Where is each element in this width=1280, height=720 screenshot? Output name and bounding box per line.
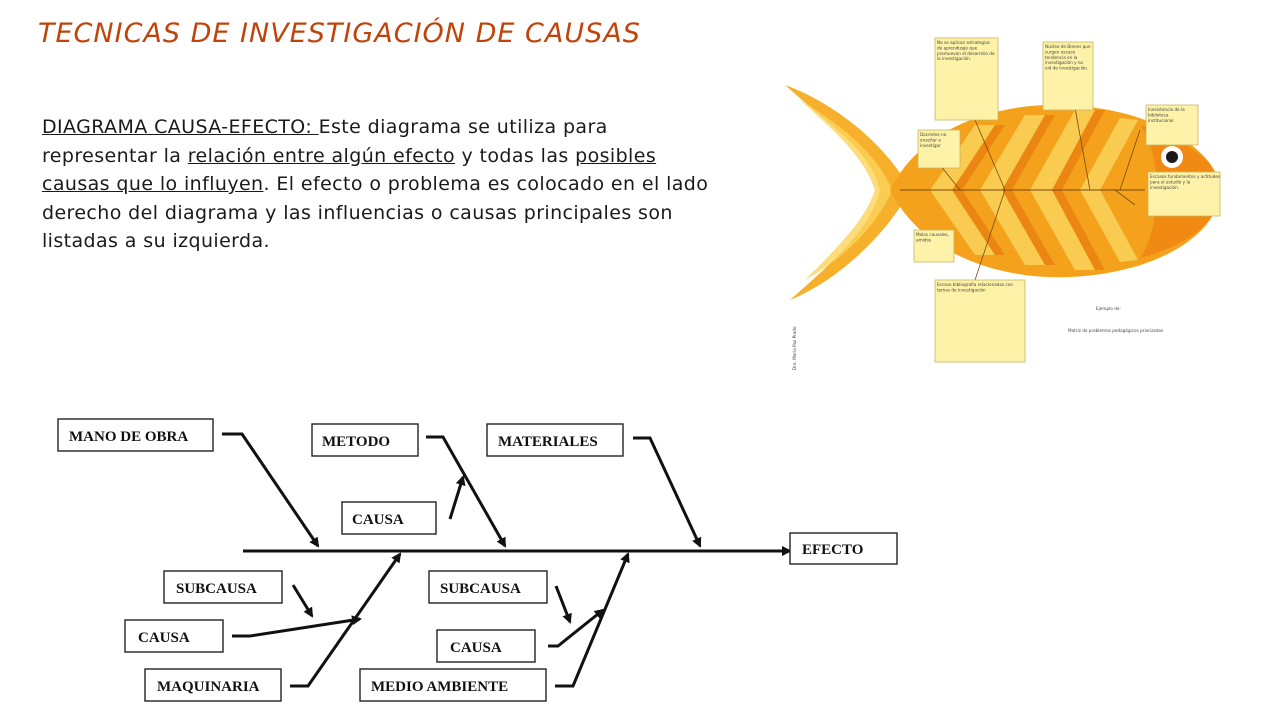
effect-label: EFECTO	[802, 542, 863, 558]
arrow-maquinaria	[290, 552, 402, 688]
metodo-label: METODO	[322, 434, 390, 450]
arrow-causa-right	[548, 608, 605, 648]
subcausa-left-label: SUBCAUSA	[176, 581, 257, 597]
subcausa-right-label: SUBCAUSA	[440, 581, 521, 597]
causa-left-box	[124, 619, 224, 653]
materiales-box	[486, 423, 624, 457]
causa-right-box	[436, 629, 536, 663]
subcausa-left-box	[163, 570, 283, 604]
maquinaria-label: MAQUINARIA	[157, 679, 260, 695]
intro-underlined-causas: posibles causas que lo influyen	[42, 144, 657, 196]
arrow-metodo	[426, 435, 507, 548]
svg-text:Dra. Maria Paz Prado: Dra. Maria Paz Prado	[792, 326, 797, 370]
materiales-label: MATERIALES	[498, 434, 598, 450]
arrow-subcausa-right	[554, 585, 572, 624]
arrow-medio-ambiente	[555, 552, 630, 688]
intro-text-3: . El efecto o problema es colocado en el…	[42, 173, 709, 252]
intro-text-2: y todas las	[455, 144, 576, 167]
term-diagrama-causa-efecto: DIAGRAMA CAUSA-EFECTO:	[42, 116, 319, 138]
maquinaria-box	[144, 668, 282, 702]
causa-top-box	[341, 501, 437, 535]
arrow-materiales	[633, 436, 702, 548]
causa-left-label: CAUSA	[138, 630, 190, 646]
arrow-causa-to-metodo	[448, 475, 466, 520]
arrow-mano-de-obra	[222, 432, 320, 548]
causa-top-label: CAUSA	[352, 512, 404, 528]
fish-caption-2: Matriz de problemas pedagógicos prioriza…	[1068, 328, 1163, 333]
mano-de-obra-box	[57, 418, 214, 452]
medio-ambiente-box	[359, 668, 547, 702]
subcausa-right-box	[428, 570, 548, 604]
slide-title: TECNICAS DE INVESTIGACIÓN DE CAUSAS	[38, 18, 641, 49]
intro-paragraph: DIAGRAMA CAUSA-EFECTO: Este diagrama se …	[42, 113, 722, 256]
medio-ambiente-label: MEDIO AMBIENTE	[371, 679, 508, 695]
intro-underlined-relacion: relación entre algún efecto	[187, 144, 456, 167]
fish-caption-1: Ejemplo de:	[1096, 306, 1121, 311]
intro-text-1: Este diagrama se utiliza para representa…	[42, 116, 608, 167]
arrow-subcausa-left	[291, 584, 314, 618]
fishbone-diagram: EFECTO MANO DE OBRA METODO MATERIALES CA…	[57, 418, 898, 702]
mano-de-obra-label: MANO DE OBRA	[69, 429, 188, 445]
causa-right-label: CAUSA	[450, 640, 502, 656]
metodo-box	[311, 423, 419, 457]
fish-notes	[913, 37, 1221, 363]
fish-note-text: Malos causales,amidos	[916, 232, 949, 242]
effect-box	[789, 532, 898, 565]
arrow-causa-left	[232, 615, 362, 638]
